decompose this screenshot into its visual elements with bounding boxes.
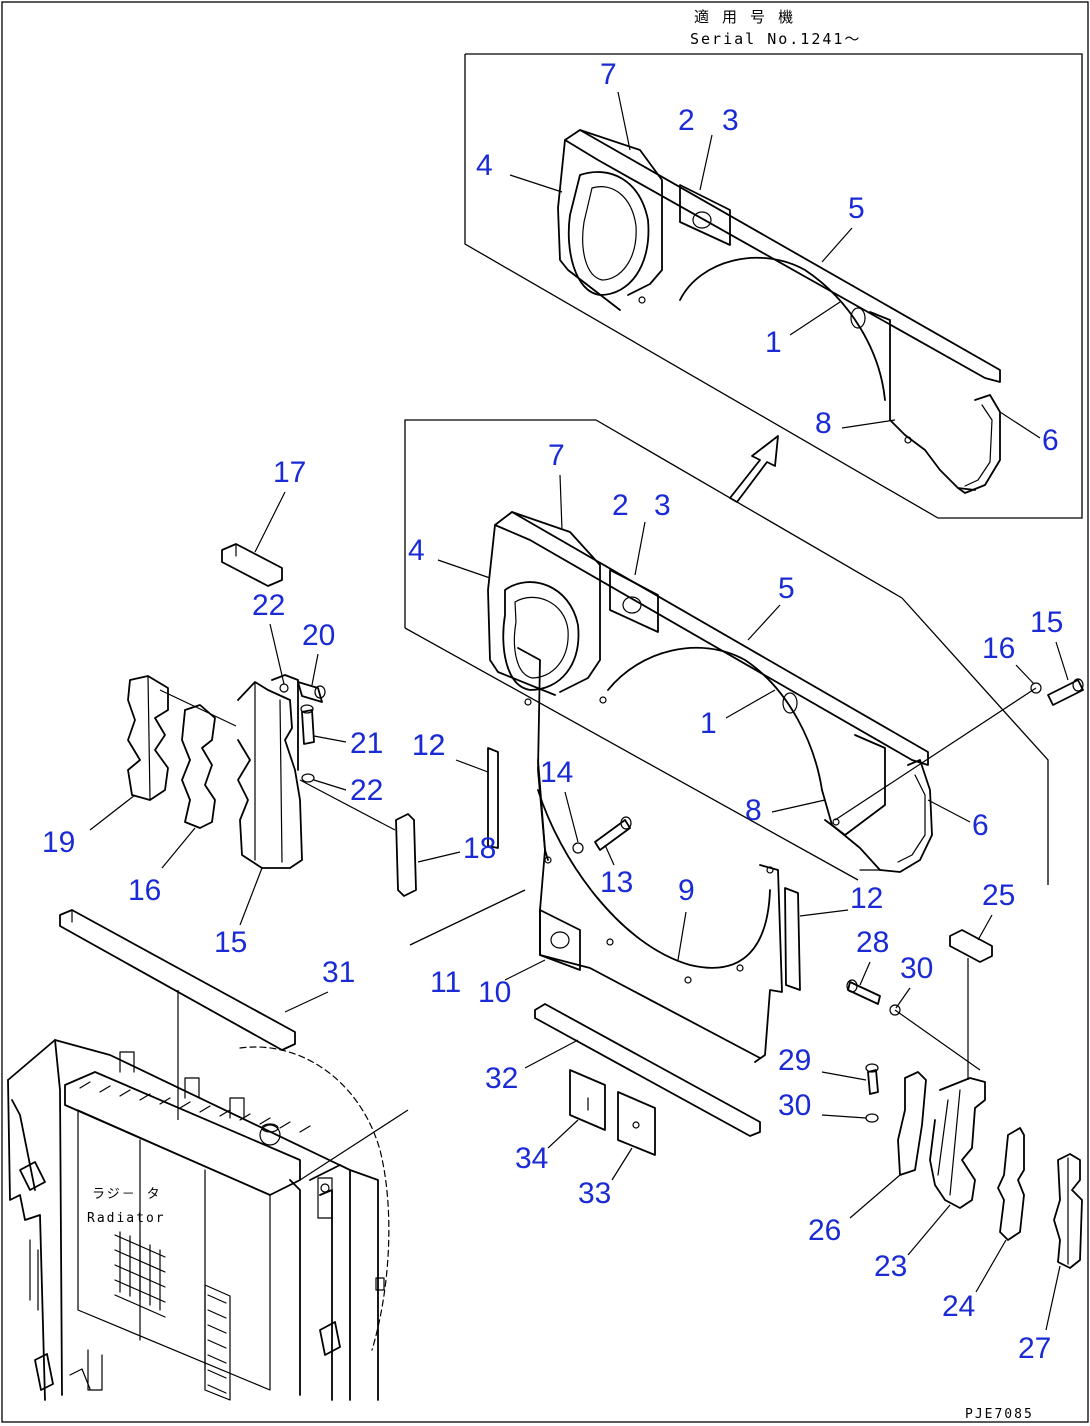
callout-16-right: 16	[982, 632, 1015, 665]
callout-27: 27	[1018, 1332, 1051, 1365]
callout-14: 14	[540, 756, 573, 789]
inset-callouts: 7 2 3 4 5 1 8 6	[476, 58, 1059, 457]
part-25	[949, 929, 993, 963]
radiator	[7, 1039, 409, 1401]
part-24	[997, 1127, 1025, 1241]
callout-12-left: 12	[412, 729, 445, 762]
callout-23: 23	[874, 1250, 907, 1283]
bolt-13	[572, 816, 632, 854]
callout-18: 18	[463, 832, 496, 865]
callout-inset-5: 5	[848, 192, 865, 225]
callout-15-left: 15	[214, 926, 247, 959]
part-32	[534, 1003, 761, 1137]
part-16-left	[181, 704, 216, 829]
part-17	[221, 543, 283, 587]
part-26	[897, 1071, 927, 1176]
callout-15-right: 15	[1030, 606, 1063, 639]
part-33	[617, 1091, 656, 1156]
callout-10: 10	[478, 976, 511, 1009]
callout-11: 11	[430, 966, 461, 999]
seal-callouts: 31 32 34 33	[284, 956, 633, 1210]
callout-22-top: 22	[252, 589, 285, 622]
callout-4: 4	[408, 534, 425, 567]
left-callouts: 17 22 20 21 22 12 18 19 16 15	[42, 456, 496, 959]
part-19	[127, 675, 169, 801]
callout-6: 6	[972, 809, 989, 842]
callout-16-left: 16	[128, 874, 161, 907]
right-callouts: 25 28 30 29 30 26 23 24 27	[778, 879, 1061, 1365]
callout-19: 19	[42, 826, 75, 859]
callout-12-upper: 12	[412, 729, 445, 762]
radiator-label-en: Radiator	[87, 1211, 166, 1226]
callout-26: 26	[808, 1214, 841, 1247]
part-34	[569, 1069, 606, 1131]
part-18	[395, 813, 417, 897]
drawing-code: PJE7085	[965, 1407, 1034, 1422]
main-callouts: 7 2 3 4 5 1 8 6 12 14 13 9 12 11 10 16 1…	[408, 439, 1069, 1009]
part-23	[929, 1077, 986, 1209]
callout-30-top: 30	[900, 952, 933, 985]
serial-note-en: Serial No.1241～	[690, 30, 861, 48]
upper-shroud	[487, 511, 933, 873]
callout-32: 32	[485, 1062, 518, 1095]
callout-28: 28	[856, 926, 889, 959]
callout-20: 20	[302, 619, 335, 652]
callout-24: 24	[942, 1290, 975, 1323]
callout-30-bottom: 30	[778, 1089, 811, 1122]
inset-shroud	[557, 129, 1001, 494]
callout-5: 5	[778, 572, 795, 605]
callout-8: 8	[745, 794, 762, 827]
radiator-core-grid	[114, 1231, 166, 1318]
callout-inset-6: 6	[1042, 424, 1059, 457]
callout-25: 25	[982, 879, 1015, 912]
bolt-15-right	[834, 678, 1084, 821]
callout-1: 1	[700, 707, 717, 740]
inset-view	[464, 53, 1083, 519]
serial-note-jp: 適 用 号 機	[694, 8, 795, 26]
detail-arrow	[729, 435, 779, 503]
callout-9: 9	[678, 874, 695, 907]
part-15-left	[237, 681, 303, 869]
callout-inset-3: 3	[722, 104, 739, 137]
callout-31: 31	[322, 956, 355, 989]
radiator-label-jp: ラジ－ タ	[92, 1187, 162, 1202]
callout-inset-8: 8	[815, 407, 832, 440]
callout-12-lower: 12	[850, 882, 883, 915]
seal-parts	[59, 909, 761, 1156]
callout-inset-2: 2	[678, 104, 695, 137]
callout-3: 3	[654, 489, 671, 522]
callout-13: 13	[600, 866, 633, 899]
callout-22-bottom: 22	[350, 774, 383, 807]
callout-29: 29	[778, 1044, 811, 1077]
callout-inset-1: 1	[765, 326, 782, 359]
callout-34: 34	[515, 1142, 548, 1175]
callout-7: 7	[548, 439, 565, 472]
lower-shroud	[487, 647, 801, 1063]
right-bracket-group	[846, 929, 1083, 1269]
callout-inset-4: 4	[476, 149, 493, 182]
callout-17: 17	[273, 456, 306, 489]
callout-21: 21	[350, 727, 383, 760]
left-bracket-group	[127, 543, 417, 897]
callout-33: 33	[578, 1177, 611, 1210]
part-27	[1053, 1153, 1083, 1269]
callout-inset-7: 7	[600, 58, 617, 91]
callout-2: 2	[612, 489, 629, 522]
main-shroud-group	[404, 419, 1084, 1063]
